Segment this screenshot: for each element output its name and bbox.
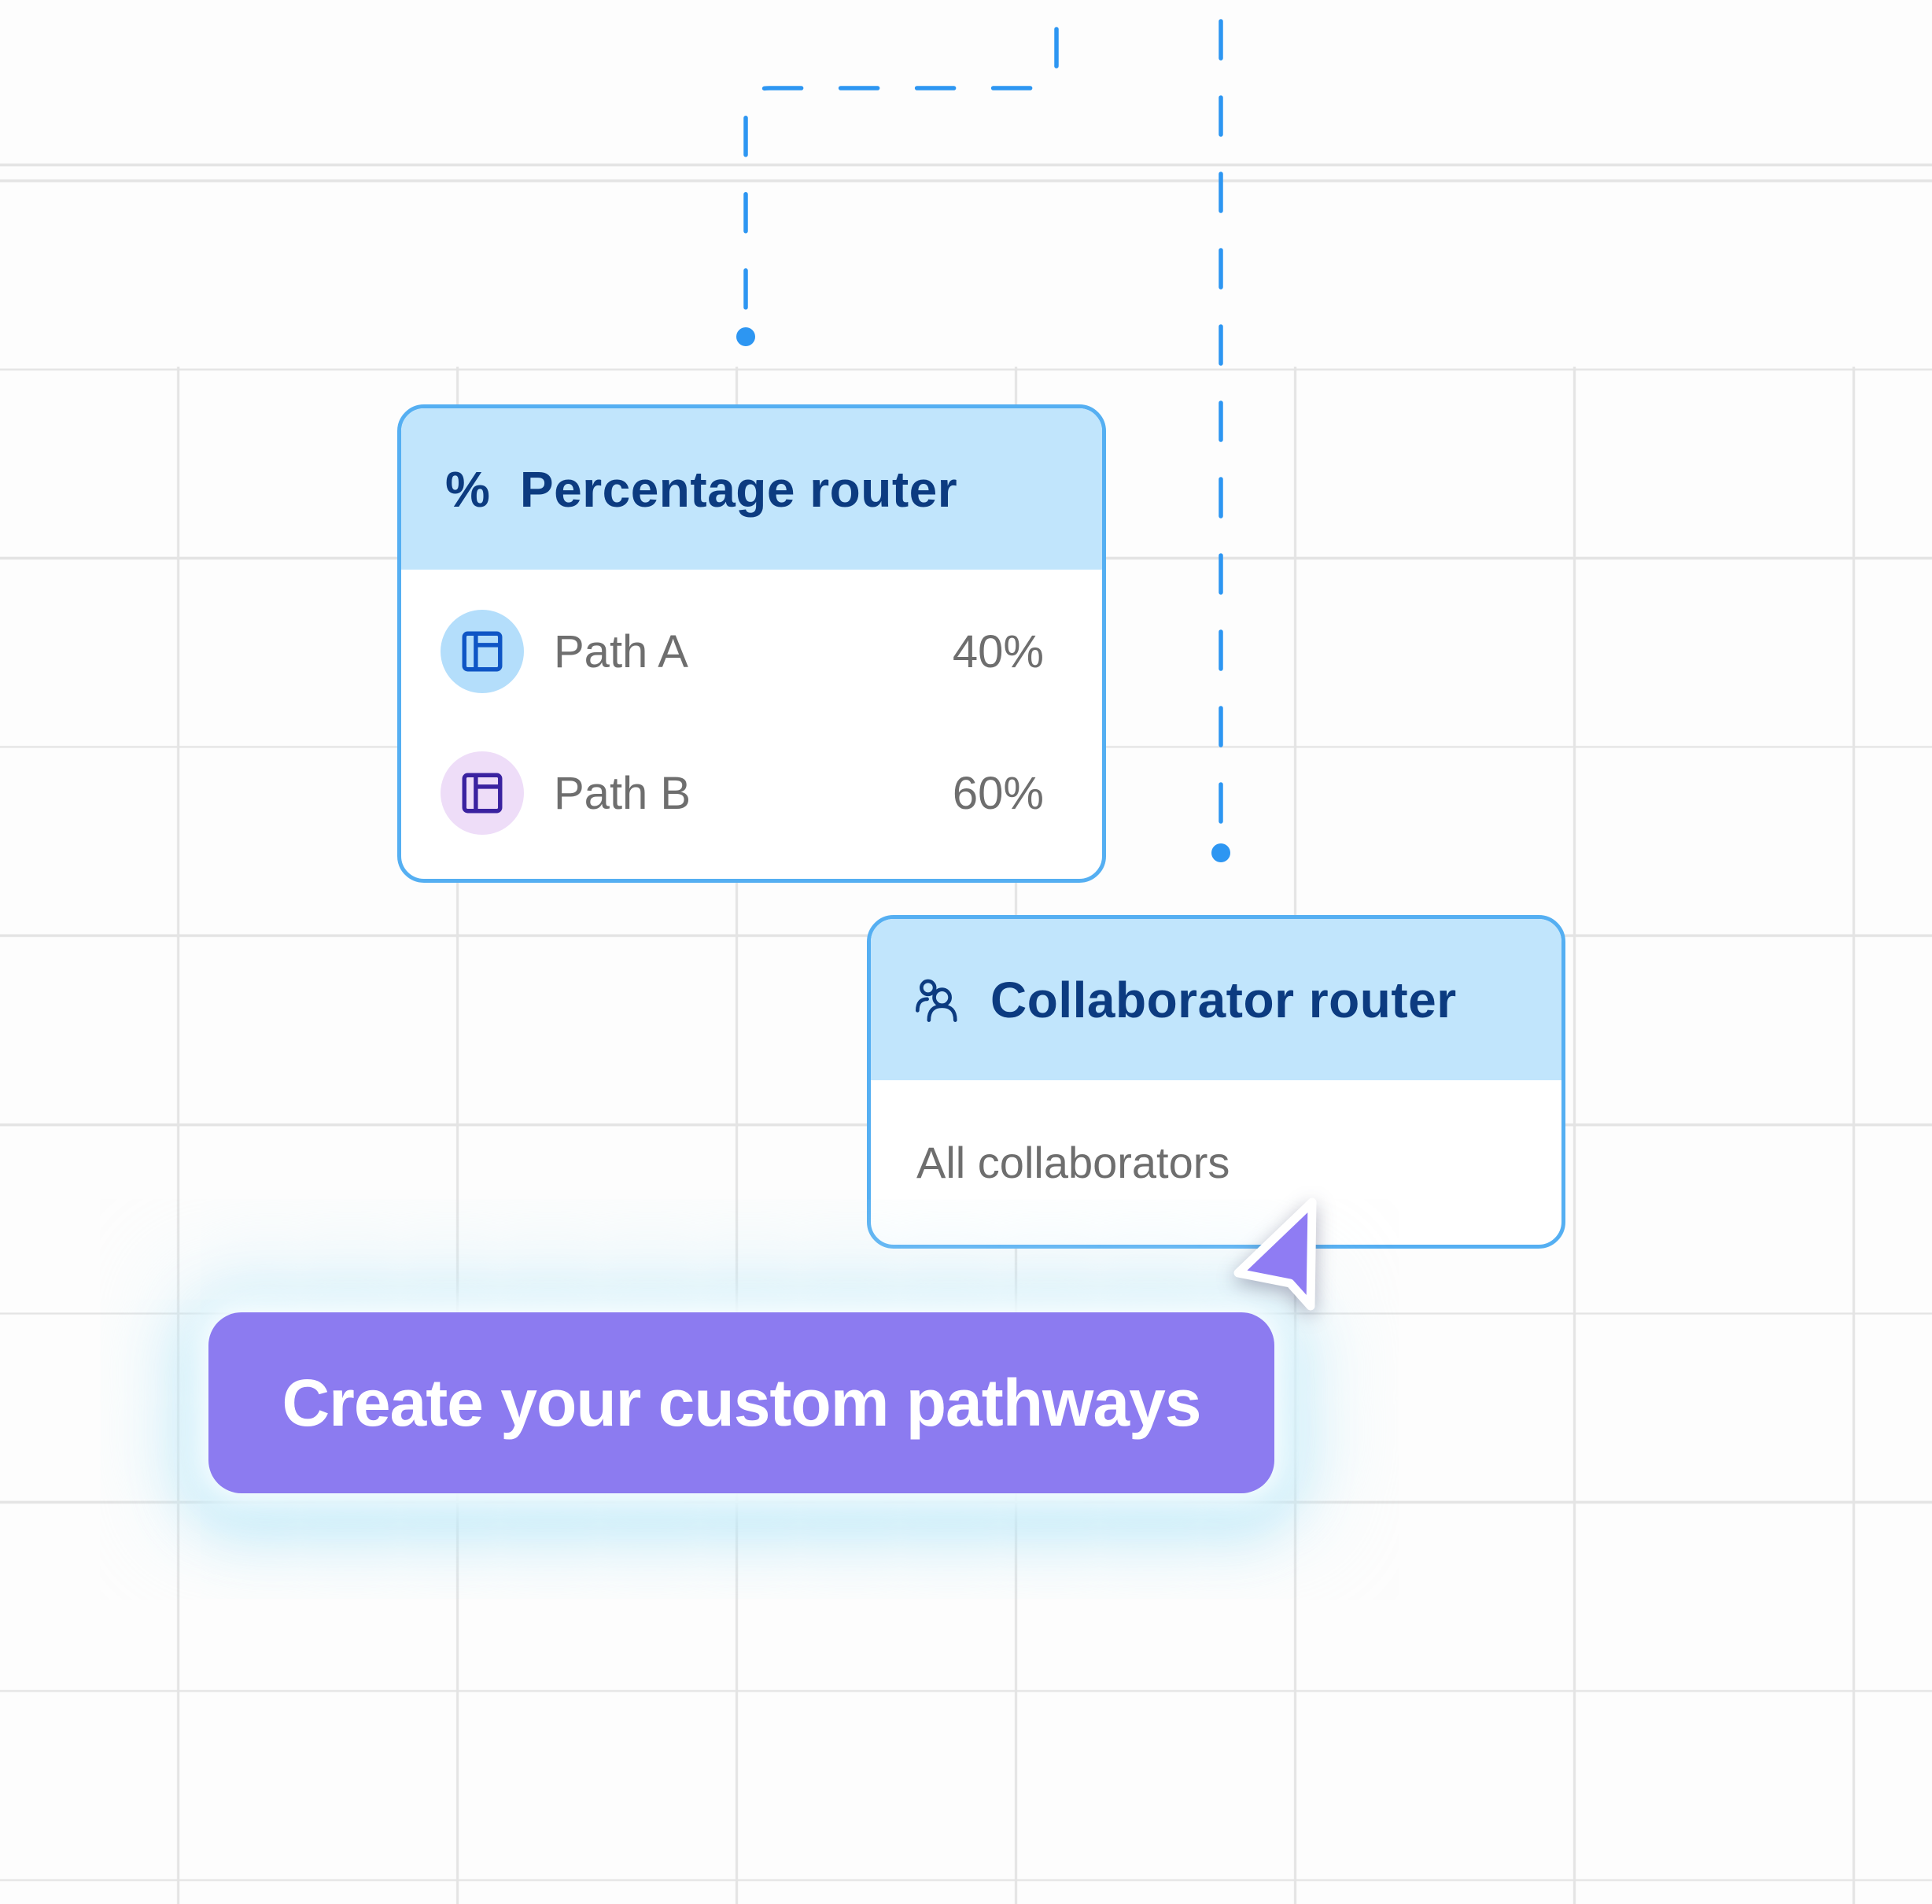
collaborators-row[interactable]: All collaborators xyxy=(916,1138,1230,1187)
layout-icon xyxy=(462,631,503,672)
percent-icon: % xyxy=(445,460,490,518)
path-percentage: 40% xyxy=(952,625,1044,677)
create-pathways-button[interactable]: Create your custom pathways xyxy=(208,1312,1274,1493)
collaborator-router-body: All collaborators xyxy=(871,1080,1561,1245)
path-row[interactable]: Path B 60% xyxy=(441,722,1044,864)
percentage-router-node[interactable]: % Percentage router Path A 40% xyxy=(397,404,1106,883)
people-icon xyxy=(916,979,957,1022)
path-label: Path B xyxy=(554,767,691,819)
cursor-pointer-icon xyxy=(1233,1197,1317,1311)
layout-icon xyxy=(462,773,503,814)
path-icon-badge xyxy=(441,751,524,835)
path-label: Path A xyxy=(554,625,688,677)
collaborator-router-node[interactable]: Collaborator router All collaborators xyxy=(867,915,1565,1249)
path-icon-badge xyxy=(441,610,524,693)
path-row[interactable]: Path A 40% xyxy=(441,581,1044,722)
node-title: Collaborator router xyxy=(990,971,1457,1028)
node-title: Percentage router xyxy=(519,460,958,518)
percentage-router-header: % Percentage router xyxy=(401,408,1102,570)
percentage-router-body: Path A 40% Path B 60% xyxy=(401,570,1102,864)
path-percentage: 60% xyxy=(952,767,1044,819)
collaborator-router-header: Collaborator router xyxy=(871,919,1561,1080)
